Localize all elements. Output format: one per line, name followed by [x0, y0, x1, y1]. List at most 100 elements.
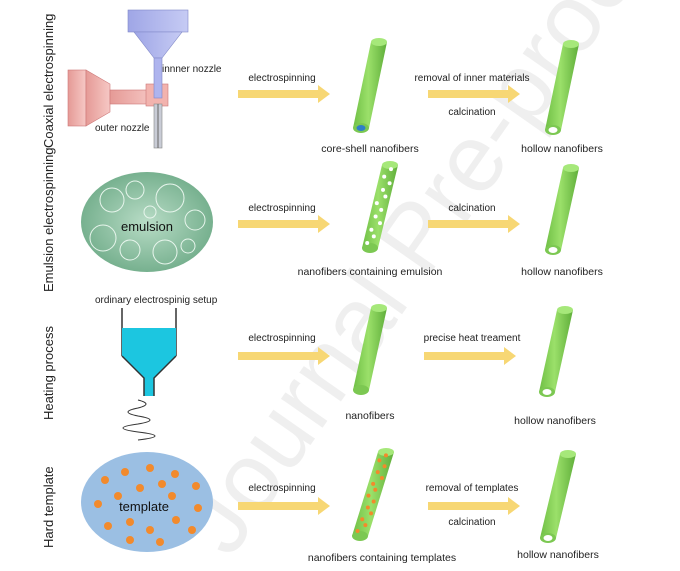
template-blob [81, 452, 213, 552]
template-particle [192, 482, 200, 490]
row3-hollow-fiber-body [539, 310, 573, 392]
arrow-row3-step2 [424, 347, 516, 365]
watermark: Journal Pre-proofs [160, 0, 680, 571]
row2-emulsion-fiber-particle [373, 214, 378, 219]
row1-step1-label: electrospinning [248, 73, 315, 84]
fibers [352, 38, 579, 543]
row2-step2-label: calcination [448, 203, 495, 214]
row2-emulsion-fiber-top-cap [382, 161, 398, 169]
row2-emulsion-fiber-particle [382, 174, 387, 179]
row3-fiber-body [353, 308, 387, 390]
row4-template-fiber-particle [369, 511, 374, 516]
template-label: template [119, 499, 169, 514]
arrow-row2-step1 [238, 215, 330, 233]
template-particle [126, 536, 134, 544]
row4-hollow-fiber-body [540, 454, 576, 538]
row2-emulsion-fiber [362, 161, 398, 253]
row1-core-shell-fiber [353, 38, 387, 133]
row1-fiber1-caption: core-shell nanofibers [321, 143, 418, 155]
row4-fiber2-caption: hollow nanofibers [517, 549, 599, 561]
row1-step2-top-label: removal of inner materials [414, 73, 529, 84]
inner-nozzle-label: innner nozzle [162, 64, 222, 75]
row1-core-shell-fiber-body [353, 42, 387, 128]
row4-template-fiber-particle [365, 505, 370, 510]
template-particle [146, 464, 154, 472]
row1-fiber2-caption: hollow nanofibers [521, 143, 603, 155]
row4-template-fiber-particle [360, 517, 365, 522]
row4-template-fiber-particle [377, 458, 382, 463]
row1-hollow-fiber-body [545, 44, 579, 130]
row1-core-shell-fiber-top-cap [371, 38, 387, 46]
row4-template-fiber-particle [375, 470, 380, 475]
arrow-row4-step1 [238, 497, 330, 515]
row4-template-fiber-particle [363, 523, 368, 528]
template-particle [158, 480, 166, 488]
row2-hollow-fiber-hollow-core [548, 247, 558, 253]
row4-step1-label: electrospinning [248, 483, 315, 494]
row2-emulsion-fiber-particle [369, 227, 374, 232]
emulsion-label: emulsion [121, 219, 173, 234]
row2-emulsion-fiber-particle [383, 194, 388, 199]
row2-fiber2-caption: hollow nanofibers [521, 266, 603, 278]
emulsion-blob [81, 172, 213, 272]
row4-template-fiber-particle [383, 453, 388, 458]
row2-emulsion-fiber-particle [387, 181, 392, 186]
ordinary-setup-label: ordinary electrospinig setup [95, 295, 218, 306]
row-title-coaxial: Coaxial electrospinning [41, 14, 56, 148]
template-particle [156, 538, 164, 546]
row2-emulsion-fiber-particle [365, 241, 370, 246]
arrow-row1-step2 [428, 85, 520, 103]
template-particle [121, 468, 129, 476]
row-title-hard-template: Hard template [41, 466, 56, 548]
template-particle [136, 484, 144, 492]
row4-template-fiber-particle [373, 487, 378, 492]
template-particle [172, 516, 180, 524]
row1-hollow-fiber-hollow-core [548, 127, 558, 133]
row2-emulsion-fiber-particle [389, 167, 393, 172]
template-particle [171, 470, 179, 478]
row2-emulsion-fiber-bottom-cap [362, 243, 378, 253]
arrow-row1-step1 [238, 85, 330, 103]
row3-hollow-fiber-hollow-core [542, 389, 552, 395]
template-particle [114, 492, 122, 500]
row3-fiber2-caption: hollow nanofibers [514, 415, 596, 427]
arrows [238, 85, 520, 515]
row-title-emulsion: Emulsion electrospinning [41, 147, 56, 292]
row-title-heating: Heating process [41, 326, 56, 420]
syringe-setup [121, 308, 177, 441]
row2-hollow-fiber-top-cap [563, 164, 579, 172]
row2-emulsion-fiber-particle [379, 207, 384, 212]
row4-template-fiber-particle [355, 528, 360, 533]
row3-hollow-fiber-top-cap [557, 306, 573, 314]
row4-step2-top-label: removal of templates [426, 483, 519, 494]
row4-step2-bottom-label: calcination [448, 517, 495, 528]
template-particle [146, 526, 154, 534]
template-particle [194, 504, 202, 512]
row3-hollow-fiber [539, 306, 573, 397]
row4-template-fiber-particle [366, 493, 371, 498]
row4-hollow-fiber [540, 450, 576, 543]
template-particle [168, 492, 176, 500]
outer-nozzle-label: outer nozzle [95, 123, 150, 134]
row2-step1-label: electrospinning [248, 203, 315, 214]
row3-fiber [353, 304, 387, 395]
arrow-row3-step1 [238, 347, 330, 365]
row2-emulsion-fiber-particle [371, 234, 376, 239]
row4-template-fiber-particle [379, 476, 384, 481]
template-particle [101, 476, 109, 484]
row2-emulsion-fiber-particle [381, 187, 385, 192]
coaxial-setup [67, 9, 189, 149]
row4-template-fiber-particle [371, 481, 376, 486]
row3-fiber-top-cap [371, 304, 387, 312]
arrow-row4-step2 [428, 497, 520, 515]
row3-fiber1-caption: nanofibers [345, 410, 394, 422]
row3-step1-label: electrospinning [248, 333, 315, 344]
template-particle [188, 526, 196, 534]
template-particle [126, 518, 134, 526]
row3-step2-label: precise heat treament [424, 333, 521, 344]
row2-emulsion-fiber-particle [374, 201, 379, 206]
row4-template-fiber-body [352, 452, 394, 536]
row1-core-shell-fiber-core [356, 125, 366, 131]
row3-fiber-bottom-cap [353, 385, 369, 395]
